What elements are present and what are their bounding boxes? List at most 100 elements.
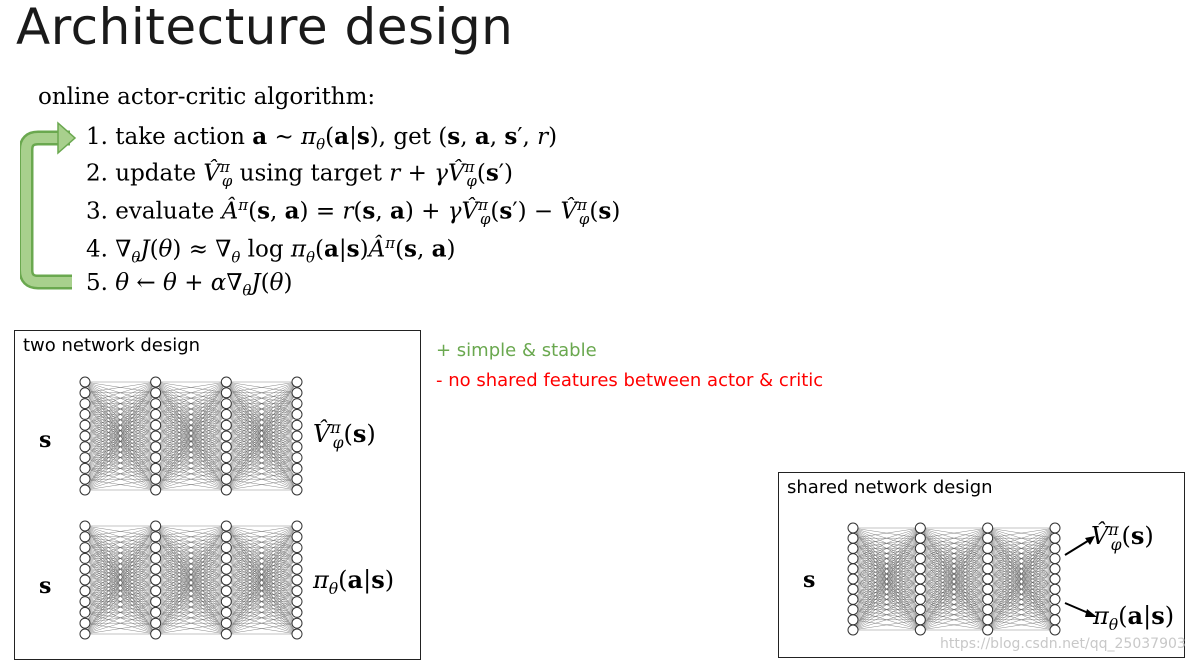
- algorithm-step-3: 3. evaluate Âπ(s, a) = r(s, a) + γV̂πφ(s…: [86, 196, 621, 229]
- network-node: [914, 522, 926, 534]
- network-node: [79, 408, 91, 420]
- algorithm-step-1: 1. take action a ∼ πθ(a|s), get (s, a, s…: [86, 123, 558, 154]
- network-node: [79, 585, 91, 597]
- shared-network-box: shared network design s V̂πφ(s) πθ(a|s): [778, 472, 1185, 658]
- network-node: [1049, 604, 1061, 616]
- network-node: [914, 624, 926, 636]
- network-node: [79, 574, 91, 586]
- network-node: [150, 430, 162, 442]
- network-node: [914, 542, 926, 554]
- network-node: [150, 408, 162, 420]
- network-node: [150, 473, 162, 485]
- network-node: [291, 430, 303, 442]
- network-node: [914, 532, 926, 544]
- algorithm-step-4: 4. ∇θJ(θ) ≈ ∇θ log πθ(a|s)Âπ(s, a): [86, 234, 456, 267]
- network-node: [847, 624, 859, 636]
- network-node: [982, 604, 994, 616]
- network-node: [1049, 583, 1061, 595]
- network-node: [79, 452, 91, 464]
- network-node: [291, 628, 303, 640]
- network-node: [79, 462, 91, 474]
- network-node: [291, 606, 303, 618]
- network-node: [982, 624, 994, 636]
- actor-network-diagram: [79, 520, 303, 640]
- network-node: [79, 441, 91, 453]
- con-text: - no shared features between actor & cri…: [436, 370, 824, 391]
- network-node: [847, 563, 859, 575]
- network-node: [79, 542, 91, 554]
- shared-actor-output-label: πθ(a|s): [1093, 601, 1175, 634]
- network-node: [220, 452, 232, 464]
- network-node: [847, 573, 859, 585]
- network-node: [914, 583, 926, 595]
- network-node: [220, 430, 232, 442]
- network-node: [847, 542, 859, 554]
- network-node: [220, 606, 232, 618]
- network-node: [79, 387, 91, 399]
- network-node: [150, 563, 162, 575]
- network-node: [79, 520, 91, 532]
- algorithm-step-5: 5. θ ← θ + α∇θJ(θ): [86, 270, 293, 300]
- network-node: [79, 628, 91, 640]
- network-node: [220, 387, 232, 399]
- shared-network-diagram: [847, 522, 1061, 636]
- network-node: [291, 585, 303, 597]
- network-node: [150, 484, 162, 496]
- network-node: [79, 552, 91, 564]
- two-network-input-s-top: s: [39, 427, 52, 453]
- network-node: [914, 604, 926, 616]
- network-node: [914, 614, 926, 626]
- network-node: [79, 419, 91, 431]
- network-node: [79, 617, 91, 629]
- critic-network-diagram: [79, 376, 303, 496]
- network-node: [982, 553, 994, 565]
- network-node: [1049, 563, 1061, 575]
- network-node: [291, 398, 303, 410]
- network-node: [291, 419, 303, 431]
- network-node: [220, 531, 232, 543]
- network-node: [982, 563, 994, 575]
- network-node: [982, 583, 994, 595]
- network-node: [291, 376, 303, 388]
- two-network-label: two network design: [23, 335, 201, 356]
- network-node: [1049, 624, 1061, 636]
- network-node: [291, 408, 303, 420]
- network-node: [150, 462, 162, 474]
- network-node: [847, 593, 859, 605]
- page-title: Architecture design: [16, 0, 514, 56]
- network-node: [79, 484, 91, 496]
- network-node: [79, 563, 91, 575]
- network-node: [150, 596, 162, 608]
- network-node: [847, 614, 859, 626]
- watermark: https://blog.csdn.net/qq_25037903: [940, 636, 1186, 652]
- network-node: [79, 596, 91, 608]
- network-node: [150, 617, 162, 629]
- network-node: [220, 574, 232, 586]
- algorithm-heading: online actor-critic algorithm:: [38, 84, 376, 110]
- network-node: [150, 376, 162, 388]
- network-node: [220, 520, 232, 532]
- network-node: [291, 552, 303, 564]
- network-node: [847, 553, 859, 565]
- network-node: [847, 532, 859, 544]
- network-node: [291, 596, 303, 608]
- pro-text: + simple & stable: [436, 340, 597, 361]
- network-node: [220, 596, 232, 608]
- network-node: [1049, 522, 1061, 534]
- network-node: [291, 617, 303, 629]
- network-node: [150, 419, 162, 431]
- network-node: [220, 484, 232, 496]
- network-node: [150, 574, 162, 586]
- two-network-input-s-bottom: s: [39, 573, 52, 599]
- network-node: [291, 462, 303, 474]
- network-node: [291, 520, 303, 532]
- network-node: [291, 473, 303, 485]
- network-node: [847, 583, 859, 595]
- network-node: [1049, 542, 1061, 554]
- network-node: [982, 522, 994, 534]
- output-arrows-icon: [1064, 536, 1097, 617]
- network-node: [982, 593, 994, 605]
- shared-network-input-s: s: [803, 567, 816, 593]
- network-node: [291, 484, 303, 496]
- network-node: [150, 628, 162, 640]
